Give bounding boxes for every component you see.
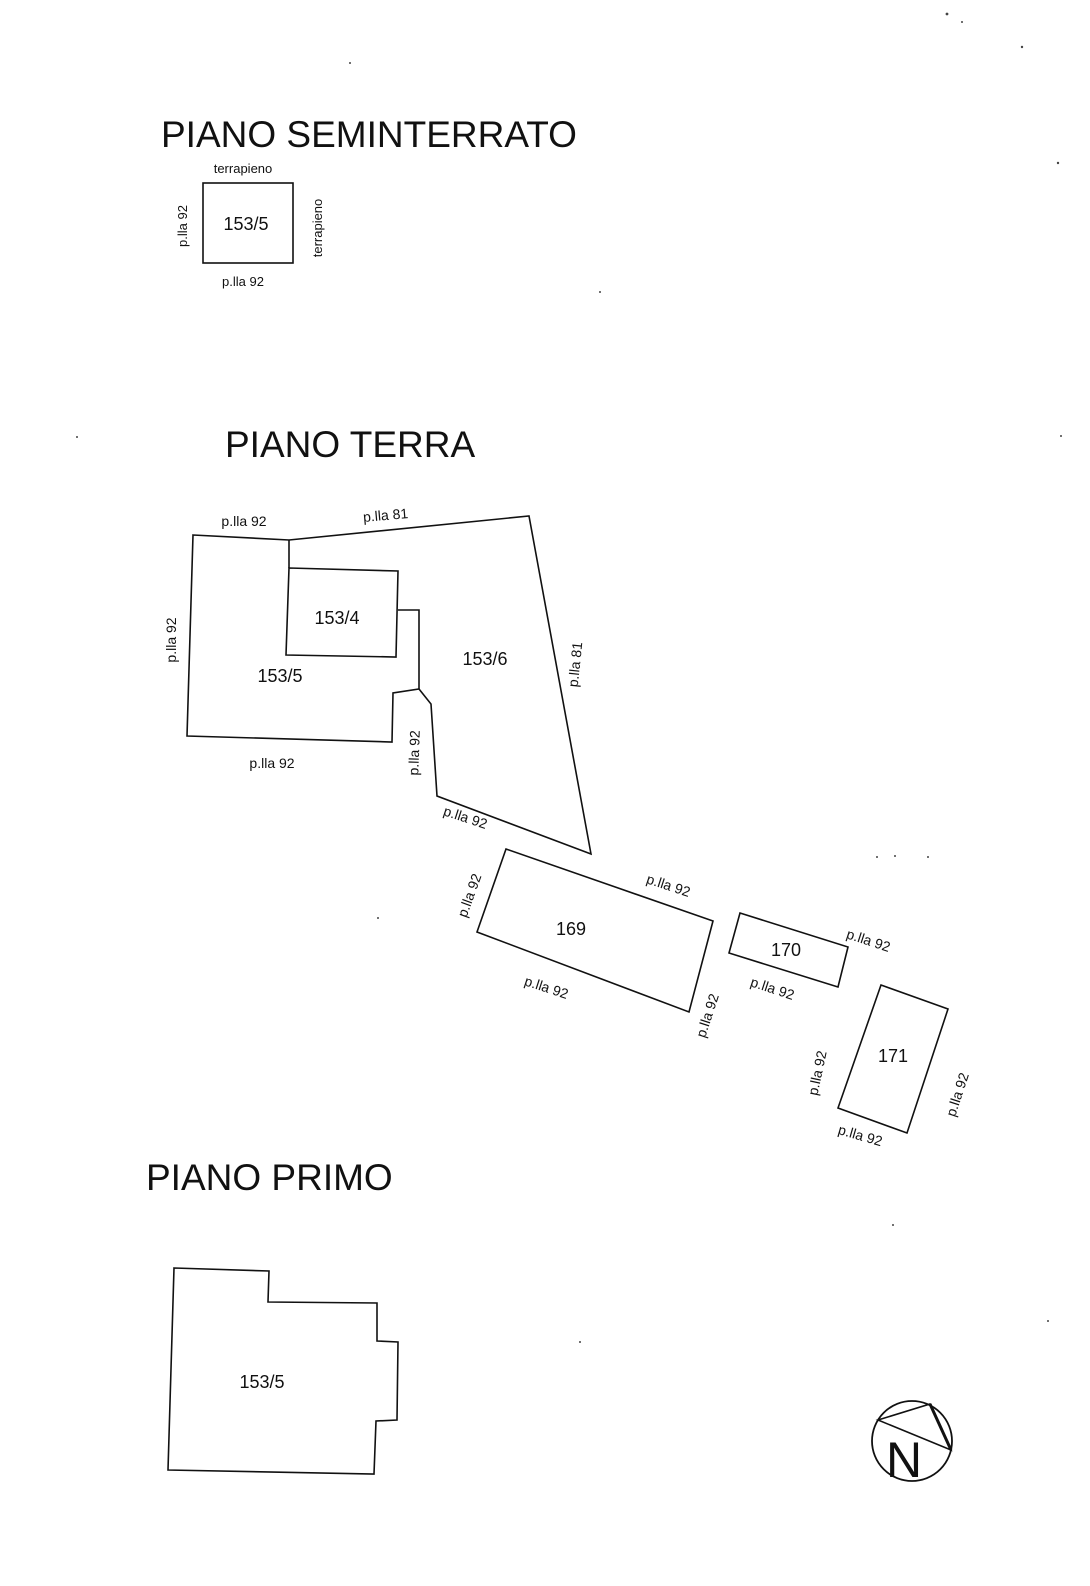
section-title-terra: PIANO TERRA — [225, 424, 475, 465]
parcel-outline-169 — [475, 847, 714, 1014]
boundary-label-170-right: p.lla 92 — [845, 926, 893, 955]
boundary-label-left: p.lla 92 — [163, 617, 179, 662]
boundary-label-right: terrapieno — [310, 199, 325, 258]
parcel-outline-153-5-153-6 — [186, 515, 593, 856]
boundary-label-169-bottom: p.lla 92 — [523, 973, 571, 1002]
parcel-label-171: 171 — [878, 1046, 908, 1066]
boundary-label-169-top: p.lla 92 — [645, 871, 693, 900]
parcel-label-153-5-basement: 153/5 — [223, 214, 268, 234]
boundary-label-169-right: p.lla 92 — [693, 991, 722, 1039]
scan-noise — [76, 12, 1062, 1343]
boundary-label-right: p.lla 81 — [565, 641, 586, 688]
parcel-outline-170 — [728, 911, 849, 989]
boundary-label-top: terrapieno — [214, 161, 273, 176]
boundary-label-171-left: p.lla 92 — [805, 1049, 830, 1097]
parcel-divider-153-6 — [288, 540, 420, 689]
parcel-outline-153-4 — [285, 567, 399, 658]
parcel-outline-171 — [836, 983, 950, 1135]
section-primo: PIANO PRIMO 153/5 — [146, 1157, 399, 1475]
parcel-outline-153-5-basement — [202, 182, 294, 264]
boundary-label-notch: p.lla 92 — [405, 730, 423, 776]
section-title-seminterrato: PIANO SEMINTERRATO — [161, 114, 577, 155]
boundary-label-170-bottom: p.lla 92 — [749, 974, 797, 1003]
parcel-label-153-6: 153/6 — [462, 649, 507, 669]
section-seminterrato: PIANO SEMINTERRATO 153/5 terrapieno terr… — [161, 114, 577, 289]
section-terra: PIANO TERRA 153/4 153/5 153/6 p.lla 92 p… — [163, 424, 972, 1149]
boundary-label-top-left: p.lla 92 — [221, 513, 266, 529]
boundary-label-bottom: p.lla 92 — [222, 274, 264, 289]
boundary-label-171-right: p.lla 92 — [943, 1070, 972, 1118]
boundary-label-top-right: p.lla 81 — [362, 505, 409, 525]
boundary-label-171-bottom: p.lla 92 — [836, 1121, 884, 1149]
parcel-label-153-5: 153/5 — [257, 666, 302, 686]
parcel-label-153-4: 153/4 — [314, 608, 359, 628]
parcel-label-153-5-first-floor: 153/5 — [239, 1372, 284, 1392]
boundary-label-169-left: p.lla 92 — [454, 871, 485, 919]
boundary-label-left: p.lla 92 — [175, 205, 190, 247]
compass-letter: N — [886, 1432, 922, 1488]
boundary-label-bottom-left: p.lla 92 — [249, 755, 294, 771]
section-title-primo: PIANO PRIMO — [146, 1157, 393, 1198]
north-arrow-icon: N — [871, 1400, 953, 1488]
parcel-label-169: 169 — [556, 919, 586, 939]
parcel-outline-153-5-first-floor — [167, 1267, 399, 1475]
parcel-label-170: 170 — [771, 940, 801, 960]
